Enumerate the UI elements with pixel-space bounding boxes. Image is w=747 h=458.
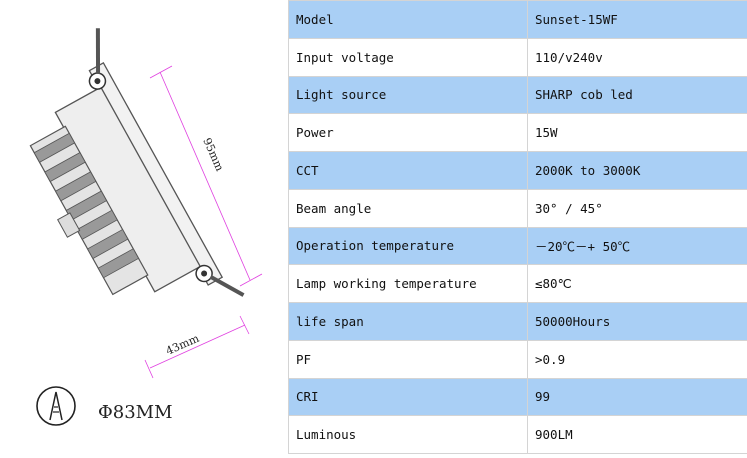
table-row: CRI 99	[289, 378, 747, 416]
table-row: Model Sunset-15WF	[289, 1, 747, 39]
spec-value: 900LM	[528, 416, 747, 454]
spec-value: >0.9	[528, 340, 747, 378]
table-row: CCT 2000K to 3000K	[289, 152, 747, 190]
table-row: Operation temperature －20℃－+ 50℃	[289, 227, 747, 265]
spec-label: Luminous	[289, 416, 528, 454]
dimension-depth-label: 43mm	[164, 331, 202, 357]
table-row: Lamp working temperature ≤80℃	[289, 265, 747, 303]
spec-label: Operation temperature	[289, 227, 528, 265]
diameter-label: Φ83MM	[98, 402, 173, 423]
spec-label: Beam angle	[289, 189, 528, 227]
spec-table: Model Sunset-15WF Input voltage 110/v240…	[288, 0, 747, 454]
table-row: Power 15W	[289, 114, 747, 152]
spec-label: Model	[289, 1, 528, 39]
spec-value: SHARP cob led	[528, 76, 747, 114]
table-row: Luminous 900LM	[289, 416, 747, 454]
spec-value: －20℃－+ 50℃	[528, 227, 747, 265]
spec-label: Power	[289, 114, 528, 152]
pen-nib-icon	[37, 387, 75, 425]
spec-label: CRI	[289, 378, 528, 416]
product-drawing: 95mm 43mm Φ83MM	[0, 0, 288, 454]
spec-value: 30° / 45°	[528, 189, 747, 227]
spec-value: 110/v240v	[528, 38, 747, 76]
spec-value: 15W	[528, 114, 747, 152]
spec-value: ≤80℃	[528, 265, 747, 303]
table-row: Light source SHARP cob led	[289, 76, 747, 114]
spec-value: 2000K to 3000K	[528, 152, 747, 190]
spec-label: Input voltage	[289, 38, 528, 76]
spec-label: Lamp working temperature	[289, 265, 528, 303]
table-row: Input voltage 110/v240v	[289, 38, 747, 76]
spec-label: life span	[289, 303, 528, 341]
table-row: PF >0.9	[289, 340, 747, 378]
dimension-height-label: 95mm	[200, 136, 226, 174]
spec-label: PF	[289, 340, 528, 378]
downlight-illustration	[0, 28, 245, 356]
spring-clip-top	[68, 28, 124, 92]
spec-label: CCT	[289, 152, 528, 190]
table-row: Beam angle 30° / 45°	[289, 189, 747, 227]
downlight-technical-drawing: 95mm 43mm Φ83MM	[0, 0, 288, 454]
spec-value: Sunset-15WF	[528, 1, 747, 39]
spec-label: Light source	[289, 76, 528, 114]
spec-value: 99	[528, 378, 747, 416]
spec-value: 50000Hours	[528, 303, 747, 341]
table-row: life span 50000Hours	[289, 303, 747, 341]
